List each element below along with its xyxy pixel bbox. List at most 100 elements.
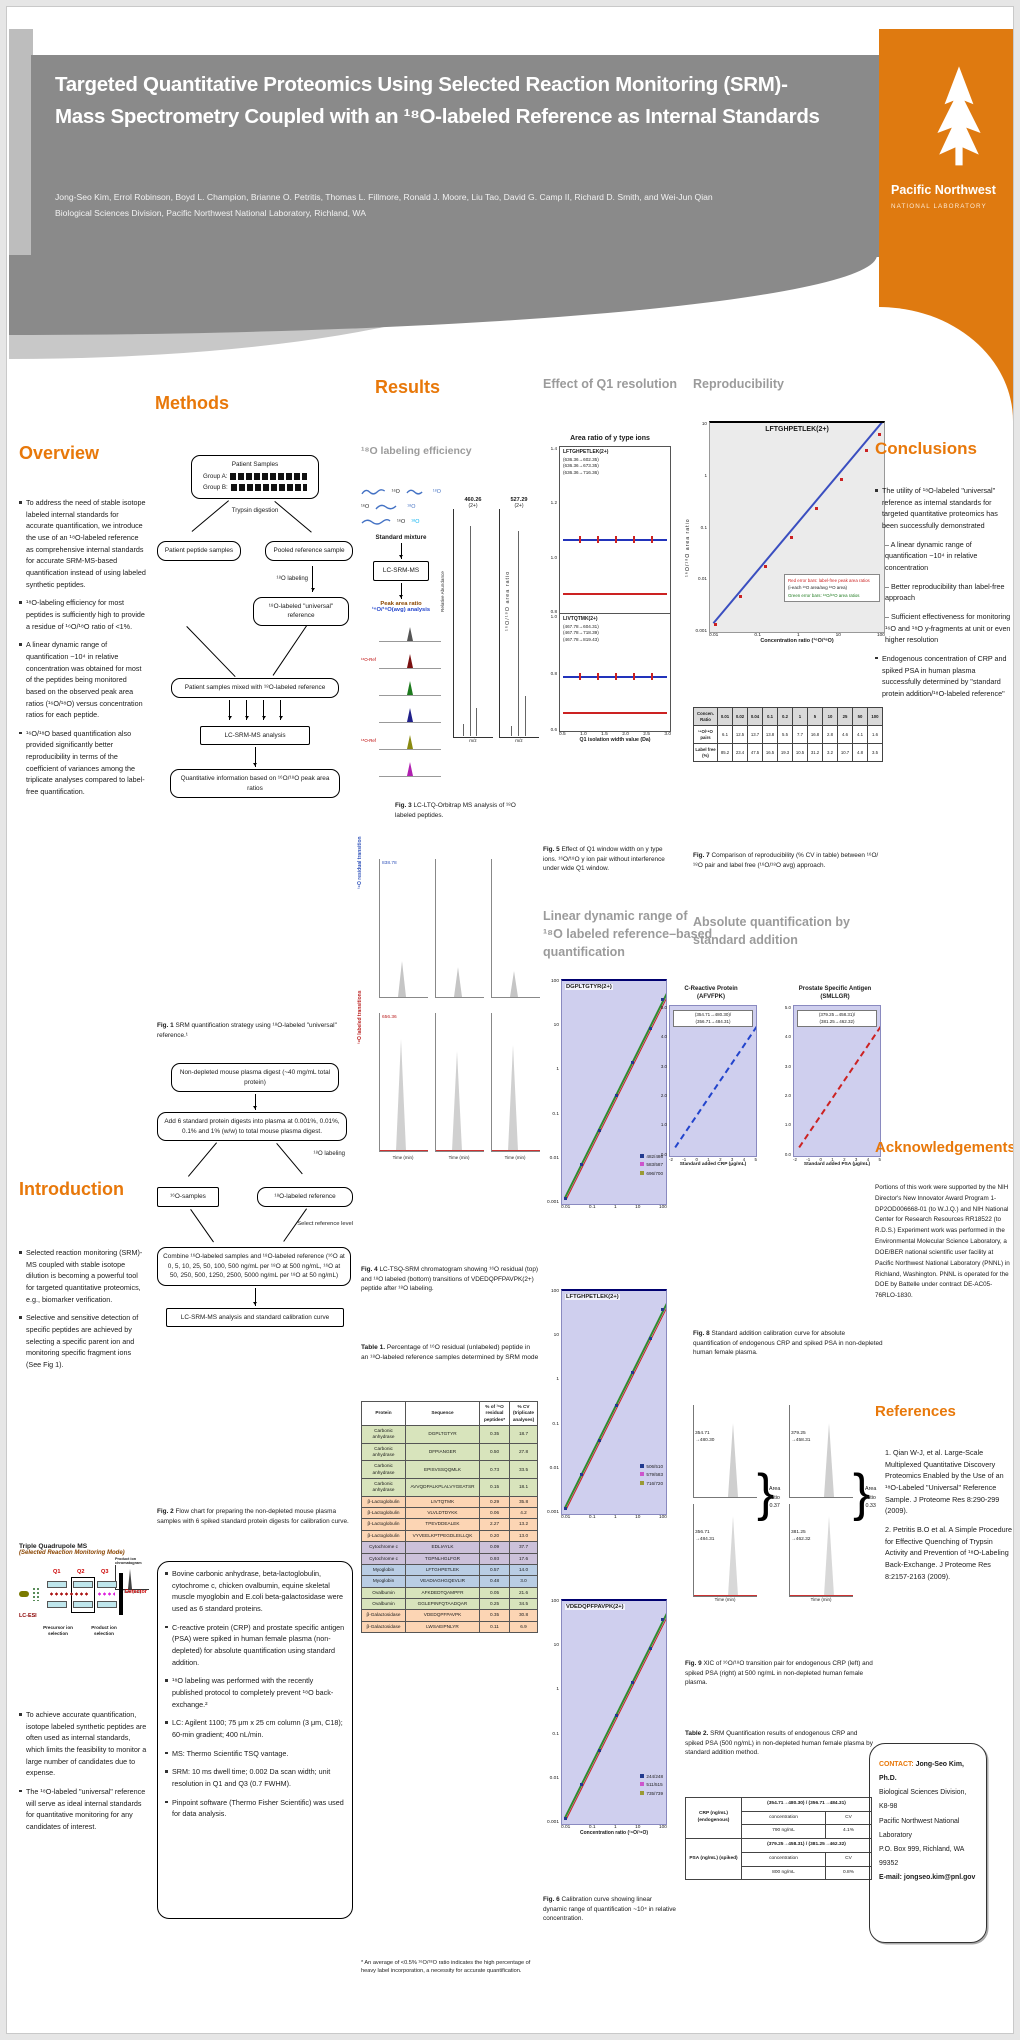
crp-transition-1: (354.71→480.30)/ xyxy=(694,1011,732,1017)
table-cell: VEADIAGHGQEVLIR xyxy=(405,1575,480,1588)
y-tick: 0.001 xyxy=(546,1509,559,1515)
poster-title: Targeted Quantitative Proteomics Using S… xyxy=(55,69,865,133)
x-tick: 1 xyxy=(613,1825,617,1830)
flow-node-patient-peptides: Patient peptide samples xyxy=(157,541,241,561)
methods-note: Pinpoint software (Thermo Fisher Scienti… xyxy=(165,1797,345,1820)
fig5-panel1-annotations: LFTGHPETLEK(2+) (636.36→602.35)(636.36→6… xyxy=(563,449,608,477)
fig9-caption-number: Fig. 9 xyxy=(685,1660,702,1667)
conclusion-bullet: The utility of ¹⁸O-labeled "universal" r… xyxy=(875,485,1013,532)
x-tick: 0.1 xyxy=(588,1205,596,1210)
reference-item: 1. Qian W-J, et al. Large-Scale Multiple… xyxy=(885,1448,1004,1516)
table-cell: VDEDQPFPAVPK xyxy=(405,1609,480,1622)
fig2-two-branches: ¹⁶O-samples ¹⁸O-labeled reference xyxy=(157,1187,353,1208)
acknowledgements-heading: Acknowledgements xyxy=(875,1139,1014,1156)
trace-peak xyxy=(406,761,413,776)
x-tick: 0.1 xyxy=(588,1515,596,1520)
table-cell: 3.0 xyxy=(509,1575,538,1588)
references-heading: References xyxy=(875,1403,956,1420)
spectrum-peak xyxy=(518,531,520,736)
x-tick: 4 xyxy=(742,1156,746,1162)
y-tick: 4.0 xyxy=(660,1034,667,1040)
x-tick: 0.1 xyxy=(588,1825,596,1830)
matrix-cell: 19.3 xyxy=(777,743,793,763)
fig9-panel: 356.71 →484.31 xyxy=(693,1504,757,1597)
o18-ref-label: ¹⁸O-Ref xyxy=(361,737,377,743)
y-tick: 0.01 xyxy=(698,576,707,582)
data-point xyxy=(615,1714,618,1717)
fig3-caption-number: Fig. 3 xyxy=(395,802,412,809)
table-cell: 0.09 xyxy=(479,1541,510,1554)
trypsin-label: Trypsin digestion xyxy=(231,507,279,515)
node-label: Patient Samples xyxy=(231,461,279,468)
y-tick: 1.0 xyxy=(550,554,557,560)
xic-transition-label: 379.25 →458.31 xyxy=(791,1431,811,1443)
x-tick: 0.01 xyxy=(561,1825,571,1830)
product-ions xyxy=(97,1592,115,1596)
time-axis-label: Time (min) xyxy=(392,1155,414,1160)
table1-title-text: Percentage of ¹⁶O residual (unlabeled) p… xyxy=(361,1344,539,1361)
overview-bullet: ¹⁸O-labeling efficiency for most peptide… xyxy=(19,597,147,632)
table-cell: Ovalbumin xyxy=(361,1597,406,1611)
o18-labeled-row-label: ¹⁸O labeled transitions xyxy=(357,990,363,1044)
down-arrow xyxy=(253,747,257,768)
arrow-line xyxy=(191,500,229,533)
table-cell: 0.29 xyxy=(479,1495,510,1509)
y-tick: 1 xyxy=(556,1067,559,1073)
lcsrm-box: LC-SRM-MS xyxy=(373,561,429,581)
fig4-caption: Fig. 4 LC-TSQ-SRM chromatogram showing ¹… xyxy=(361,1265,539,1294)
y-tick: 0.001 xyxy=(546,1199,559,1205)
conclusion-subbullet: – Better reproducibility than label-free… xyxy=(885,581,1005,603)
table-cell: VYVEELKPTPEGDLEILLQK xyxy=(405,1529,480,1543)
contact-name: Jong-Seo Kim, Ph.D. xyxy=(879,1761,964,1783)
table-cell: AVVQDPALKPLALVYGEATSR xyxy=(405,1478,480,1497)
peak-area-ratio-label: Peak area ratio xyxy=(380,600,422,607)
table-cell: 37.7 xyxy=(509,1541,538,1554)
matrix-cell: 13.7 xyxy=(747,725,763,745)
y-tick: 0.001 xyxy=(546,1819,559,1825)
red-baseline xyxy=(436,1150,484,1151)
fig4-chromatograms: ¹⁶O residual transition ¹⁸O labeled tran… xyxy=(357,836,540,1183)
group-a-samples xyxy=(230,472,307,480)
concentration-label: concentration xyxy=(741,1851,826,1867)
table-cell: TPEVDDEALEK xyxy=(405,1518,480,1531)
esi-emitter-shape xyxy=(19,1591,29,1597)
table-cell: 35.8 xyxy=(509,1495,538,1509)
group-a-label: Group A: xyxy=(203,472,228,480)
fig5-panel2-annotations: LIVTQTMK(2+) (467.78→604.31)(467.78→718.… xyxy=(563,616,599,644)
y-tick: 0.8 xyxy=(550,608,557,614)
arrow-line xyxy=(276,1143,303,1175)
table-cell: β-Lactoglobulin xyxy=(361,1529,406,1543)
y-tick: 1 xyxy=(704,472,707,478)
matrix-cell: 1 xyxy=(792,706,808,727)
table-cell: LWSAEIPNLYR xyxy=(405,1620,480,1633)
y-tick: 0.8 xyxy=(550,670,557,676)
table-cell: 14.0 xyxy=(509,1563,538,1577)
data-point xyxy=(631,1681,634,1684)
o16-label: ¹⁶O xyxy=(361,503,370,510)
transition-label: (636.36→673.35) xyxy=(563,463,599,469)
ratio-value: 0.33 xyxy=(865,1503,876,1510)
fig7-caption-number: Fig. 7 xyxy=(693,852,710,859)
trace-peak xyxy=(406,734,413,749)
fig8-caption-number: Fig. 8 xyxy=(693,1330,710,1337)
psa-transition-2: (381.25→462.32) xyxy=(819,1018,855,1024)
fig5-caption-text: Effect of Q1 window width on y type ions… xyxy=(543,846,665,873)
fig9-crp-pair: 354.71 →480.30 356.71 →484.31 Time (min) xyxy=(693,1405,757,1602)
table-cell: VLVLDTDYKK xyxy=(405,1507,480,1520)
down-arrow xyxy=(399,543,403,559)
fig1-caption-text: SRM quantification strategy using ¹⁸O-la… xyxy=(157,1022,337,1039)
table1-head: Protein Sequence % of ¹⁶O residual pepti… xyxy=(361,1400,538,1427)
table-cell: β-Lactoglobulin xyxy=(361,1518,406,1531)
